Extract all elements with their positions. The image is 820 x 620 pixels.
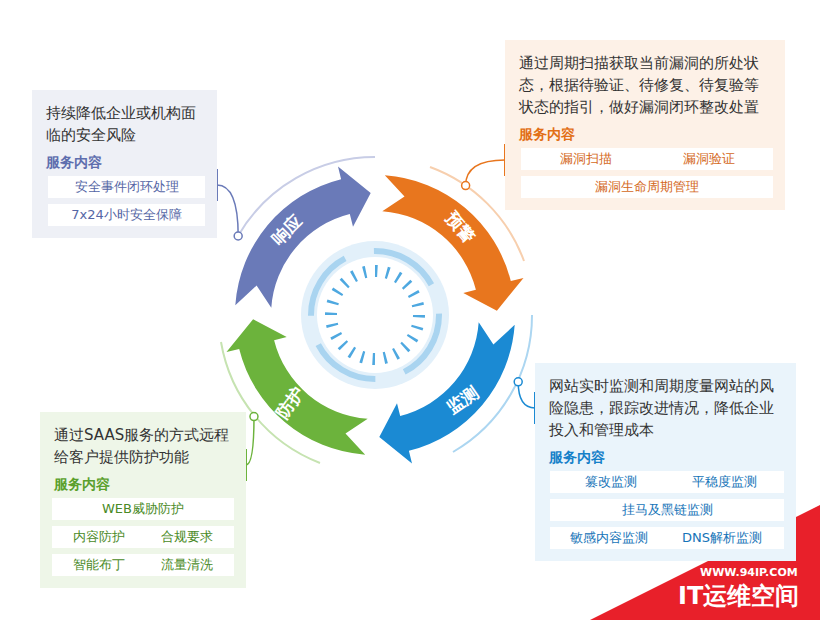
service-chip: WEB威胁防护 bbox=[52, 498, 234, 520]
center-core bbox=[317, 257, 433, 373]
service-panel: 通过SAAS服务的方式远程给客户提供防护功能服务内容 WEB威胁防护内容防护合规要… bbox=[40, 412, 246, 588]
service-chip: 内容防护 bbox=[52, 526, 146, 548]
cycle-arrow: 防护 bbox=[215, 155, 535, 475]
service-chip: 漏洞生命周期管理 bbox=[521, 176, 773, 198]
chip-text: 漏洞生命周期管理 bbox=[521, 176, 773, 198]
panel-heading: 服务内容 bbox=[54, 474, 232, 494]
leader-dot bbox=[250, 413, 258, 421]
panel-heading: 服务内容 bbox=[519, 124, 771, 144]
arrow-body bbox=[379, 322, 514, 463]
leader-connector bbox=[514, 378, 535, 424]
leader-connector bbox=[462, 144, 505, 190]
arrow-body bbox=[227, 319, 368, 454]
arrow-body bbox=[382, 175, 523, 310]
panel-description: 通过SAAS服务的方式远程给客户提供防护功能 bbox=[54, 424, 232, 468]
cycle-arrow: 响应 bbox=[215, 155, 535, 475]
chip-text: 安全事件闭环处理 bbox=[48, 176, 205, 198]
service-panel: 持续降低企业或机构面临的安全风险服务内容安全事件闭环处理 7x24小时安全保障 bbox=[32, 90, 217, 238]
service-chip: 流量清洗 bbox=[140, 554, 234, 576]
center-disc bbox=[301, 241, 449, 389]
chip-text: 篡改监测 bbox=[550, 471, 672, 493]
chip-text: 漏洞验证 bbox=[645, 148, 773, 170]
watermark-text: WWW.94IP.COM bbox=[700, 566, 798, 579]
leader-dot bbox=[462, 182, 470, 190]
leader-connector bbox=[246, 413, 258, 481]
service-chip: 合规要求 bbox=[140, 526, 234, 548]
watermark-text: IT运维空间 bbox=[678, 580, 799, 612]
service-chip: DNS解析监测 bbox=[660, 527, 784, 549]
chip-text: 流量清洗 bbox=[140, 554, 234, 576]
panel-description: 持续降低企业或机构面临的安全风险 bbox=[46, 102, 203, 146]
panel-heading: 服务内容 bbox=[549, 447, 782, 467]
chip-text: 挂马及黑链监测 bbox=[550, 499, 784, 521]
service-panel: 网站实时监测和周期度量网站的风险隐患，跟踪改进情况，降低企业投入和管理成本服务内… bbox=[535, 363, 796, 561]
center-arc bbox=[311, 251, 439, 379]
tick-ring bbox=[331, 271, 419, 359]
service-chip: 平稳度监测 bbox=[664, 471, 784, 493]
chip-text: 智能布丁 bbox=[52, 554, 146, 576]
leader-line bbox=[217, 185, 238, 236]
chip-text: 敏感内容监测 bbox=[550, 527, 668, 549]
arrow-body bbox=[235, 167, 370, 308]
chip-text: 内容防护 bbox=[52, 526, 146, 548]
service-chip: 挂马及黑链监测 bbox=[550, 499, 784, 521]
chip-text: 平稳度监测 bbox=[664, 471, 784, 493]
chip-text: DNS解析监测 bbox=[660, 527, 784, 549]
cycle-arrow: 预警 bbox=[215, 155, 535, 475]
chip-text: 合规要求 bbox=[140, 526, 234, 548]
service-chip: 漏洞验证 bbox=[645, 148, 773, 170]
leader-dot bbox=[234, 232, 242, 240]
service-chip: 7x24小时安全保障 bbox=[48, 204, 205, 226]
leader-dot bbox=[514, 378, 522, 386]
service-chip: 安全事件闭环处理 bbox=[48, 176, 205, 198]
leader-line bbox=[246, 417, 254, 465]
chip-text: WEB威胁防护 bbox=[52, 498, 234, 520]
leader-line bbox=[466, 160, 505, 186]
arrow-shape bbox=[215, 155, 535, 475]
arrow-shape bbox=[215, 155, 535, 475]
panel-description: 通过周期扫描获取当前漏洞的所处状态，根据待验证、待修复、待复验等状态的指引，做好… bbox=[519, 52, 771, 118]
leader-connector bbox=[217, 169, 242, 240]
chip-text: 漏洞扫描 bbox=[521, 148, 651, 170]
arrow-shape bbox=[215, 155, 535, 475]
service-chip: 漏洞扫描 bbox=[521, 148, 651, 170]
cycle-arrow: 监测 bbox=[215, 155, 535, 475]
panel-heading: 服务内容 bbox=[46, 152, 203, 172]
service-chip: 智能布丁 bbox=[52, 554, 146, 576]
arrow-shape bbox=[215, 155, 535, 475]
service-chip: 敏感内容监测 bbox=[550, 527, 668, 549]
panel-description: 网站实时监测和周期度量网站的风险隐患，跟踪改进情况，降低企业投入和管理成本 bbox=[549, 375, 782, 441]
service-chip: 篡改监测 bbox=[550, 471, 672, 493]
service-panel: 通过周期扫描获取当前漏洞的所处状态，根据待验证、待修复、待复验等状态的指引，做好… bbox=[505, 40, 785, 210]
chip-text: 7x24小时安全保障 bbox=[48, 204, 205, 226]
